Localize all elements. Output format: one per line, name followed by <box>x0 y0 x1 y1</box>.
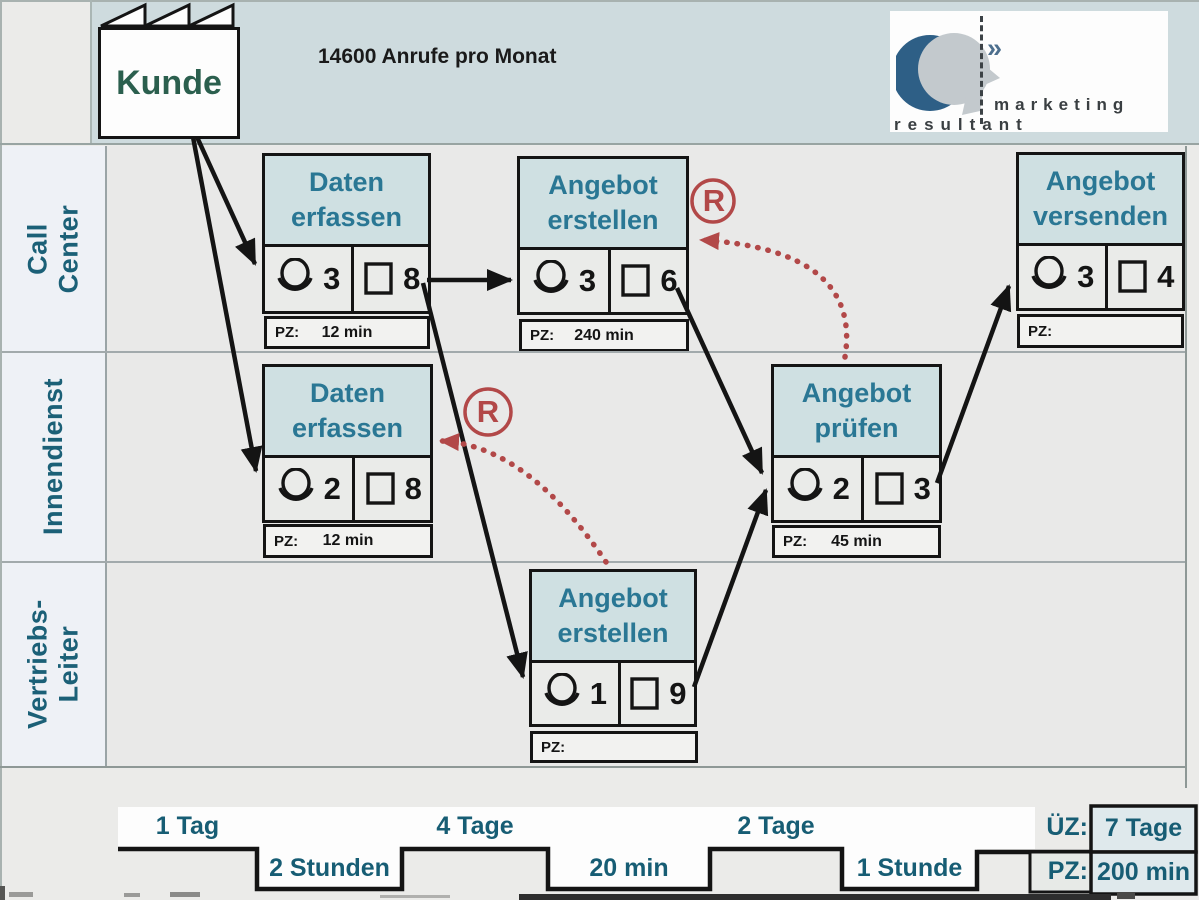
tasks-cell: 6 <box>611 250 686 312</box>
lane-label: Innendienst <box>37 378 68 536</box>
task-square-icon <box>874 472 904 505</box>
process-title: Angebot versenden <box>1019 155 1182 246</box>
timeline-segment-label: 2 Tage <box>737 812 815 840</box>
process-time-bar: PZ: 12 min <box>264 316 430 349</box>
persons-cell: 1 <box>532 663 621 724</box>
persons-count: 2 <box>323 471 341 506</box>
lane-innendienst: Innendienst <box>2 352 105 562</box>
process-box-angebot-pruefen: Angebot prüfen 2 3 <box>771 364 942 523</box>
tasks-cell: 4 <box>1108 246 1182 308</box>
timeline-segment-label: 4 Tage <box>436 812 514 840</box>
persons-count: 3 <box>578 263 597 298</box>
person-icon <box>533 260 569 293</box>
pz-label: PZ: <box>1028 322 1053 340</box>
person-icon <box>544 672 580 706</box>
person-icon <box>277 468 314 501</box>
process-time-bar: PZ: <box>1017 314 1184 348</box>
process-title: Angebot prüfen <box>774 367 939 458</box>
process-time-bar: PZ: <box>530 731 698 763</box>
pz-label: PZ: <box>274 532 299 550</box>
task-square-icon <box>365 472 395 505</box>
pz-label: PZ: <box>783 533 808 550</box>
persons-cell: 3 <box>520 250 611 312</box>
tasks-cell: 9 <box>621 663 694 724</box>
lane-call-center: Call Center <box>2 146 105 352</box>
process-box-angebot-erstellen-vl: Angebot erstellen 1 9 <box>529 569 697 727</box>
persons-count: 1 <box>589 675 608 711</box>
uez-label: ÜZ: <box>1046 813 1088 841</box>
bottom-cutoff-fragments <box>0 886 1135 900</box>
process-box-daten-erfassen-cc: Daten erfassen 3 8 <box>262 153 431 314</box>
rework-symbol: R <box>702 183 726 218</box>
process-title: Daten erfassen <box>265 367 430 458</box>
tasks-count: 8 <box>404 471 422 506</box>
head-profile-icon <box>896 33 1000 115</box>
person-icon <box>1031 256 1067 289</box>
tasks-cell: 3 <box>864 458 939 520</box>
timeline-segment-label: 2 Stunden <box>269 854 390 882</box>
persons-count: 3 <box>323 261 341 296</box>
lane-label-column: Call Center Innendienst Vertriebs- Leite… <box>2 146 105 766</box>
persons-cell: 3 <box>265 247 355 311</box>
process-title: Daten erfassen <box>265 156 428 247</box>
rework-symbol: R <box>476 394 500 429</box>
person-icon <box>786 468 823 501</box>
total-pz-value: 200 min <box>1096 858 1191 886</box>
pz-label: PZ: <box>530 327 555 344</box>
pz-value: 45 min <box>831 532 882 550</box>
tasks-count: 3 <box>913 471 931 506</box>
tasks-cell: 8 <box>355 458 430 520</box>
persons-count: 3 <box>1077 259 1095 294</box>
persons-count: 2 <box>832 471 850 506</box>
process-time-bar: PZ: 45 min <box>772 525 941 558</box>
pz-value: 240 min <box>574 326 634 344</box>
tasks-count: 4 <box>1157 259 1175 294</box>
person-icon <box>277 258 313 291</box>
tasks-count: 8 <box>403 261 421 296</box>
company-logo: » marketing resultant <box>890 11 1168 134</box>
tasks-cell: 8 <box>354 247 428 311</box>
customer-label: Kunde <box>116 63 222 102</box>
logo-divider <box>980 16 983 124</box>
lane-vertriebsleiter: Vertriebs- Leiter <box>2 562 105 766</box>
pz-value: 12 min <box>322 532 374 549</box>
timeline-segment-label: 1 Stunde <box>856 854 963 882</box>
tasks-count: 6 <box>660 263 678 298</box>
task-square-icon <box>1118 260 1147 293</box>
process-time-bar: PZ: 12 min <box>263 524 433 558</box>
persons-cell: 2 <box>265 458 356 520</box>
pz-value: 12 min <box>321 323 373 341</box>
chevron-icon: » <box>987 33 1003 63</box>
persons-cell: 2 <box>774 458 865 520</box>
calls-per-month-note: 14600 Anrufe pro Monat <box>318 45 557 68</box>
total-pz-label: PZ: <box>1047 857 1088 885</box>
logo-text-resultant: resultant <box>894 115 1029 134</box>
task-square-icon <box>621 264 651 297</box>
timeline-segment-label: 20 min <box>589 854 669 882</box>
task-square-icon <box>364 262 393 295</box>
logo-text-marketing: marketing <box>994 95 1130 114</box>
process-time-bar: PZ: 240 min <box>519 319 689 352</box>
pz-label: PZ: <box>275 324 300 341</box>
tasks-count: 9 <box>669 675 687 711</box>
process-title: Angebot erstellen <box>520 159 686 250</box>
timeline-segment-label: 1 Tag <box>155 812 220 840</box>
process-box-angebot-versenden: Angebot versenden 3 4 <box>1016 152 1185 311</box>
task-square-icon <box>630 676 659 710</box>
process-box-angebot-erstellen-cc: Angebot erstellen 3 6 <box>517 156 689 315</box>
customer-box: Kunde <box>98 27 240 139</box>
persons-cell: 3 <box>1019 246 1109 308</box>
lane-label: Call Center <box>22 204 84 294</box>
uez-value: 7 Tage <box>1104 814 1183 842</box>
pz-label: PZ: <box>541 738 566 756</box>
process-title: Angebot erstellen <box>532 572 694 663</box>
lane-label: Vertriebs- Leiter <box>22 599 84 729</box>
process-box-daten-erfassen-id: Daten erfassen 2 8 <box>262 364 433 523</box>
